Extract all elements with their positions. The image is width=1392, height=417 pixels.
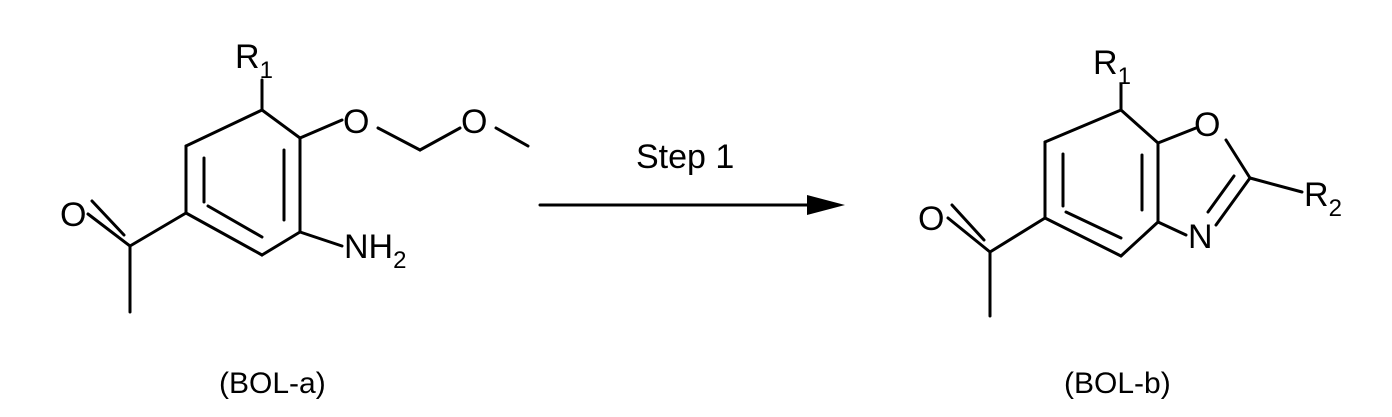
reactant-ether-oxygen-2: O: [461, 103, 487, 141]
product-carbonyl-oxygen: O: [918, 200, 944, 238]
reactant-r1-label: R1: [235, 38, 273, 84]
reactant-ether-oxygen-1: O: [343, 103, 369, 141]
arrow-step-label: Step 1: [636, 138, 734, 176]
reactant-carbonyl-oxygen: O: [60, 196, 86, 234]
product-label: (BOL-b): [1064, 367, 1171, 400]
reactant-label: (BOL-a): [219, 367, 326, 400]
product-structure: [948, 84, 1302, 316]
product-r1-label: R1: [1093, 44, 1131, 90]
reaction-arrow: [540, 195, 845, 215]
product-ring-nitrogen: N: [1188, 218, 1213, 256]
reactant-amine-label: NH2: [344, 228, 406, 274]
product-r2-label: R2: [1304, 176, 1342, 222]
product-ring-oxygen: O: [1194, 106, 1220, 144]
